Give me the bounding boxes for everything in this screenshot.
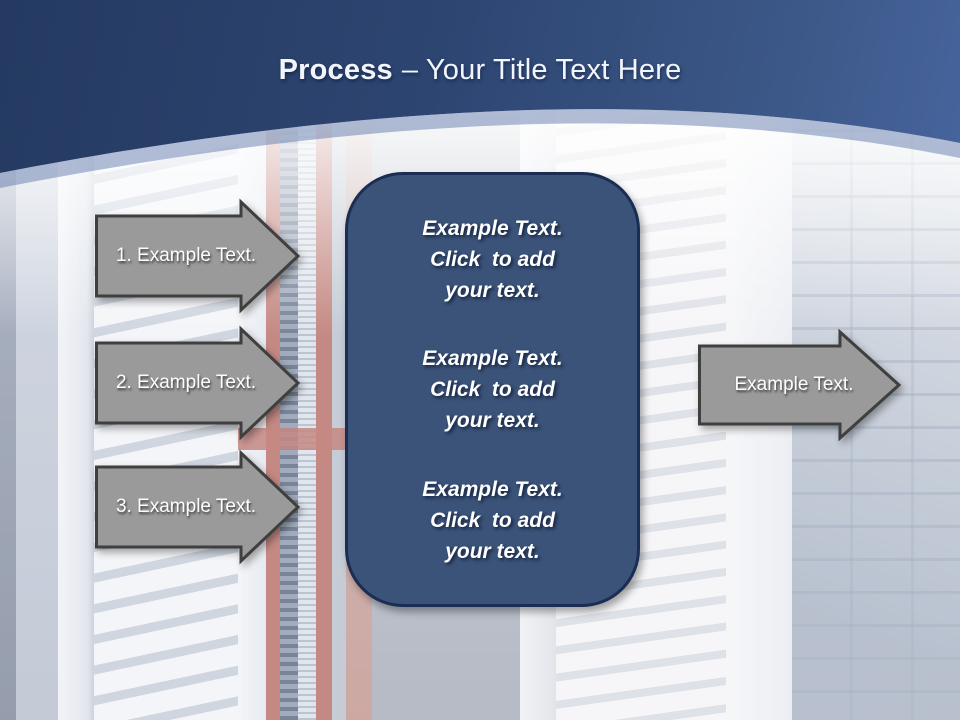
- process-arrow-output: Example Text.: [698, 328, 902, 442]
- process-text-box: Example Text. Click to add your text. Ex…: [345, 172, 640, 607]
- photo-red-sill: [238, 428, 346, 450]
- header-band: [0, 0, 960, 188]
- arrow-shape: [95, 449, 301, 565]
- slide-title: Process– Your Title Text Here: [0, 54, 960, 87]
- title-keyword: Process: [278, 54, 393, 86]
- arrow-shape: [698, 328, 902, 442]
- arrow-shape: [95, 198, 301, 314]
- process-arrow-step-2: 2. Example Text.: [95, 325, 301, 441]
- header-curve-soft-edge: [0, 109, 960, 188]
- arrow-shape: [95, 325, 301, 441]
- header-curve-solid: [0, 0, 960, 173]
- process-arrow-step-1: 1. Example Text.: [95, 198, 301, 314]
- box-paragraph-1: Example Text. Click to add your text.: [422, 216, 563, 302]
- process-arrow-step-3: 3. Example Text.: [95, 449, 301, 565]
- box-paragraph-3: Example Text. Click to add your text.: [422, 477, 563, 563]
- title-subtitle: – Your Title Text Here: [401, 54, 682, 86]
- box-paragraph-2: Example Text. Click to add your text.: [422, 347, 563, 432]
